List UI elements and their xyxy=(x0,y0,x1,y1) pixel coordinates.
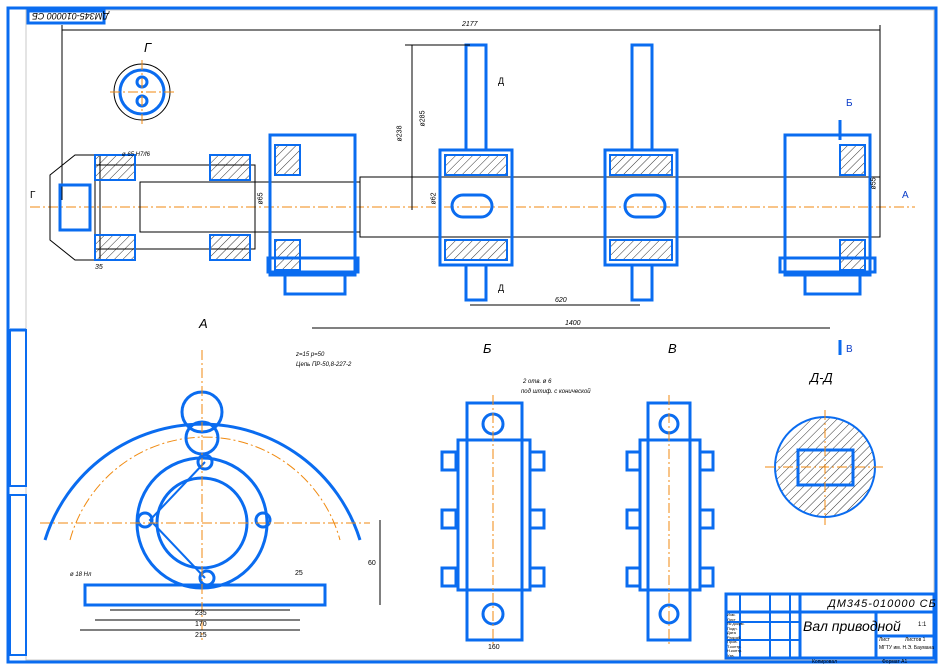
title-block-rows: Изм. Лист № докум. Подп. Дата Разраб. Пр… xyxy=(727,612,767,658)
dim-b1: 160 xyxy=(488,644,500,651)
title-sheets: Листов 1 xyxy=(905,637,926,643)
note-chain-2: Цепь ПР-50,8-227-2 xyxy=(296,362,352,368)
title-copied: Копировал xyxy=(812,659,838,665)
row-label: Лист xyxy=(727,616,736,622)
note-chain-1: z=15 p=50 xyxy=(296,352,325,358)
note-bolts-1: 2 отв. ø 6 xyxy=(523,379,552,385)
row-label: Подп. xyxy=(727,625,738,631)
dim-d3: ø65 xyxy=(257,192,265,205)
section-mark-d-top: Д xyxy=(498,76,505,86)
view-label-g: Г xyxy=(144,40,152,55)
outer-frame xyxy=(6,6,938,664)
dim-d4: ø62 xyxy=(430,192,438,205)
stamp-code: ДМ345-010000 СБ xyxy=(32,11,109,21)
title-sheet: Лист xyxy=(879,637,890,643)
row-label: Н.контр. xyxy=(727,648,743,653)
row-label: Пров. xyxy=(727,639,738,644)
note-bearing: ø 65 H7/f6 xyxy=(122,152,151,158)
dim-a1: 215 xyxy=(195,632,207,639)
dim-a3: 235 xyxy=(195,610,207,617)
dim-a2: 170 xyxy=(195,621,207,628)
dim-span: 1400 xyxy=(565,320,581,327)
side-stamp-bottom xyxy=(9,494,27,656)
row-label: Т.контр. xyxy=(727,643,742,649)
section-mark-d-bottom: Д xyxy=(498,283,505,293)
view-label-dd: Д-Д xyxy=(810,370,833,385)
dim-left: 35 xyxy=(95,264,103,271)
dim-a5: 25 xyxy=(295,570,303,577)
dim-a4: 60 xyxy=(368,560,376,567)
title-name: Вал приводной xyxy=(803,618,901,634)
view-label-v: В xyxy=(668,341,677,356)
view-label-b: Б xyxy=(483,341,492,356)
title-block-lines xyxy=(724,592,936,660)
title-org: МГТУ им. Н.Э. Баумана xyxy=(879,645,935,651)
row-label: Дата xyxy=(727,630,736,635)
bearing-housing-right xyxy=(783,133,872,277)
title-designation: ДМ345-010000 СБ xyxy=(828,598,937,610)
view-label-a: А xyxy=(199,316,208,331)
dim-d5: ø55 xyxy=(870,177,878,190)
row-label: Утв. xyxy=(727,652,735,658)
dim-d1: ø238 xyxy=(396,125,404,142)
arrow-label-b: Б xyxy=(846,98,853,109)
bearing-housing-left xyxy=(268,133,357,277)
arrow-label-v: В xyxy=(846,344,853,355)
dim-overall: 2177 xyxy=(462,21,478,28)
dim-d2: ø285 xyxy=(419,110,427,127)
row-label: Разраб. xyxy=(727,634,742,640)
stamp-box xyxy=(26,9,106,25)
note-bolts-2: под штиф. с конической xyxy=(521,389,591,395)
row-label: № докум. xyxy=(727,621,745,626)
arrow-label-g: Г xyxy=(30,190,36,201)
note-weld: ø 18 Нл xyxy=(70,572,92,578)
title-format: Формат А1 xyxy=(882,659,908,665)
view-b-housing xyxy=(465,401,524,642)
arrow-label-a: А xyxy=(902,190,909,201)
housing-left xyxy=(94,164,256,250)
title-scale: 1:1 xyxy=(918,622,927,628)
dim-inner: 620 xyxy=(555,297,567,304)
row-label: Изм. xyxy=(727,612,736,617)
side-stamp-top xyxy=(9,329,27,487)
